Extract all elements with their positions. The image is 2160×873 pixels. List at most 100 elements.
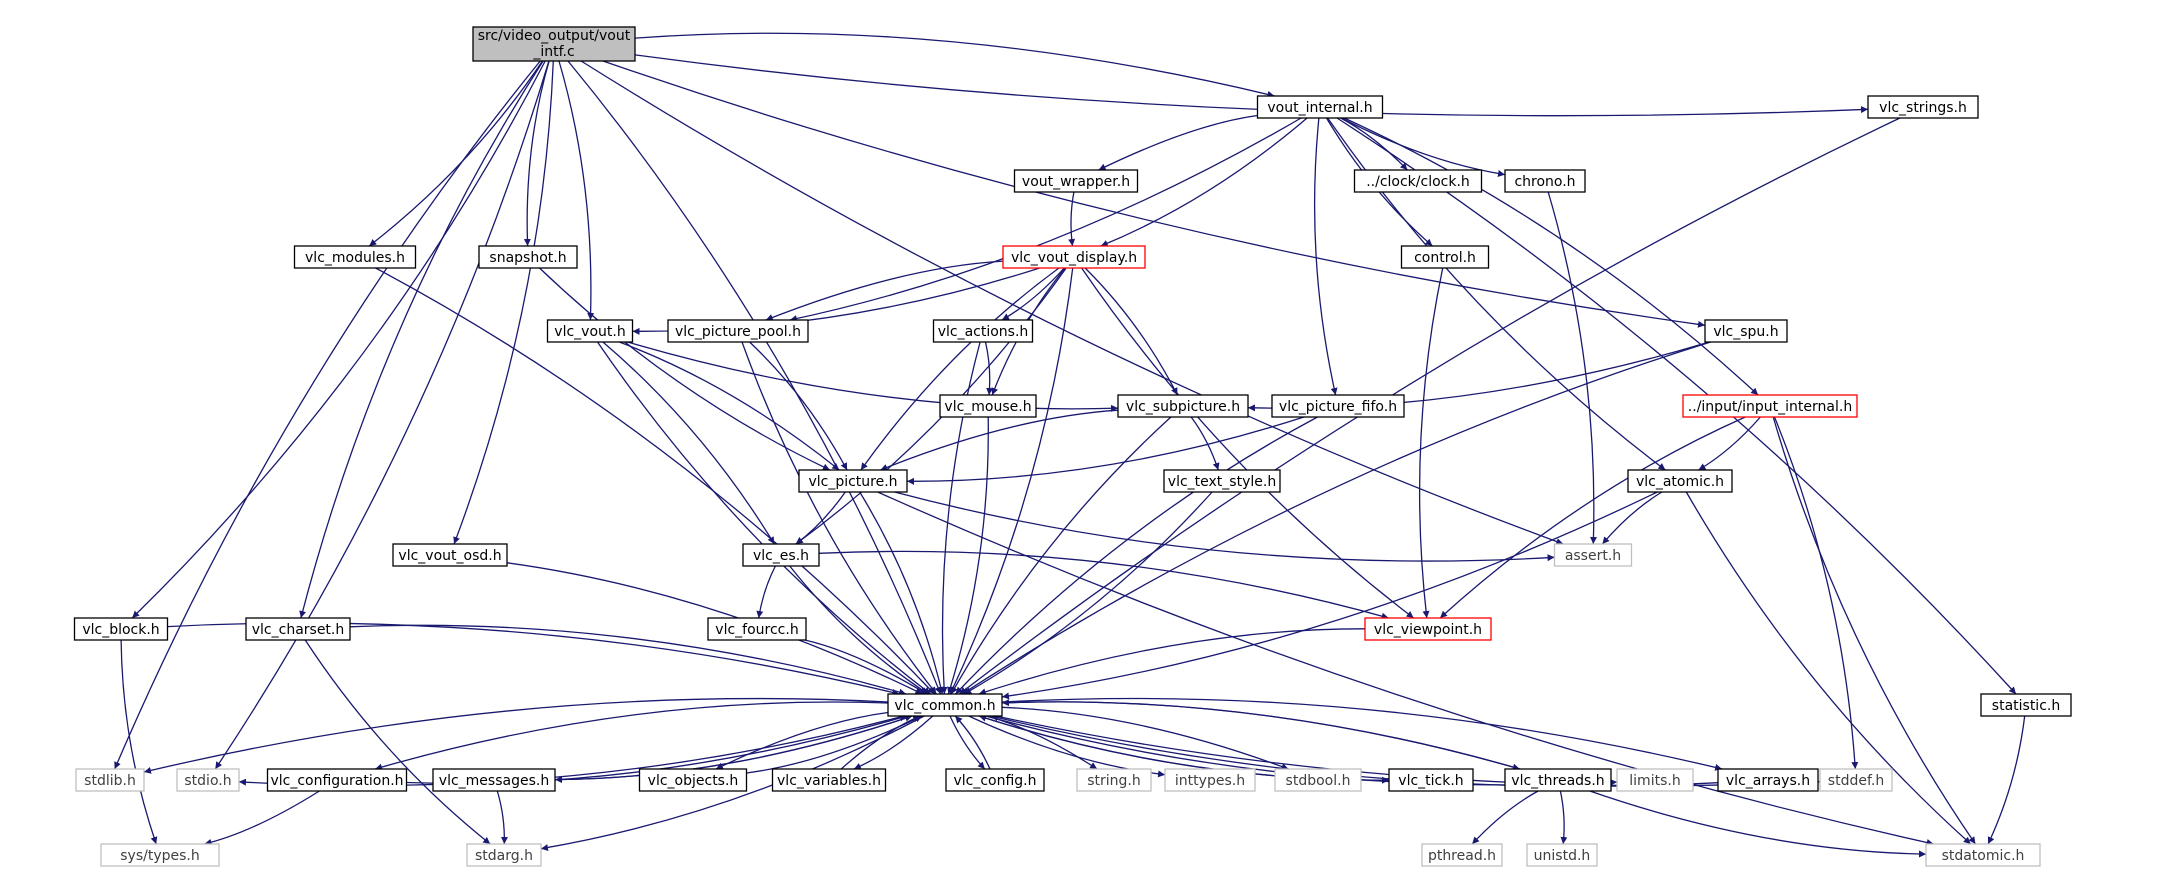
node-box [1925,843,2041,867]
node-assert[interactable]: assert.h [1553,543,1633,567]
node-vout-internal[interactable]: vout_internal.h [1256,95,1384,119]
node-vlc-actions[interactable]: vlc_actions.h [932,319,1034,343]
node-chrono[interactable]: chrono.h [1504,169,1586,193]
node-inttypes[interactable]: inttypes.h [1164,768,1256,792]
node-label: ../clock/clock.h [1366,174,1470,190]
node-label: vlc_arrays.h [1726,773,1810,789]
node-label: unistd.h [1534,848,1591,864]
node-stdlib[interactable]: stdlib.h [75,768,145,792]
node-label: stdarg.h [475,848,533,864]
node-vlc-block[interactable]: vlc_block.h [73,617,169,641]
node-vlc-picture[interactable]: vlc_picture.h [798,469,908,493]
node-label: vlc_vout.h [554,324,625,340]
edge-vlc_modules-to-vlc_common [375,267,935,695]
node-vlc-atomic[interactable]: vlc_atomic.h [1627,469,1733,493]
node-label: stddef.h [1828,773,1884,789]
edge-vlc_vout_display-to-vlc_common [949,267,1074,695]
node-vlc-threads[interactable]: vlc_threads.h [1504,768,1612,792]
edge-root-to-stdio [214,60,550,770]
node-control[interactable]: control.h [1400,245,1490,269]
node-box [293,245,417,269]
node-vlc-arrays[interactable]: vlc_arrays.h [1717,768,1819,792]
edge-vlc_vout-to-vlc_common [596,341,931,695]
node-snapshot[interactable]: snapshot.h [478,245,578,269]
node-pthread[interactable]: pthread.h [1421,843,1503,867]
node-vlc-configuration[interactable]: vlc_configuration.h [266,768,408,792]
edge-vlc_subpicture-to-vlc_picture [880,409,1119,471]
node-box [742,543,820,567]
edge-vlc_picture-to-vlc_es [795,491,846,545]
edge-control-to-vlc_viewpoint [1418,267,1444,619]
node-vlc-picture-fifo[interactable]: vlc_picture_fifo.h [1271,394,1405,418]
node-label: limits.h [1629,773,1680,789]
node-stdbool[interactable]: stdbool.h [1274,768,1362,792]
edge-vlc_messages-to-stdarg [496,790,508,845]
node-vlc-strings[interactable]: vlc_strings.h [1867,95,1979,119]
node-stdio[interactable]: stdio.h [176,768,240,792]
node-limits[interactable]: limits.h [1616,768,1694,792]
node-stdatomic[interactable]: stdatomic.h [1925,843,2041,867]
node-label: vlc_es.h [753,548,809,564]
node-box [1353,169,1483,193]
node-stddef[interactable]: stddef.h [1819,768,1893,792]
node-vlc-objects[interactable]: vlc_objects.h [638,768,748,792]
node-vlc-spu[interactable]: vlc_spu.h [1704,319,1788,343]
edge-root-to-vout_internal [634,32,1275,98]
edge-vlc_picture_pool-to-vlc_common [741,341,937,695]
edge-vlc_charset-to-vlc_common [349,624,907,696]
node-vlc-mouse[interactable]: vlc_mouse.h [939,394,1037,418]
node-vout-wrapper[interactable]: vout_wrapper.h [1013,169,1139,193]
node-label: vout_wrapper.h [1022,174,1130,190]
node-sys-types[interactable]: sys/types.h [100,843,220,867]
edge-vlc_picture-to-stdatomic [877,491,1934,846]
node-vlc-viewpoint[interactable]: vlc_viewpoint.h [1364,617,1492,641]
node-unistd[interactable]: unistd.h [1526,843,1598,867]
node-statistic[interactable]: statistic.h [1980,693,2072,717]
node-label: vout_internal.h [1267,100,1372,116]
node-box [1256,95,1384,119]
node-label: chrono.h [1514,174,1575,190]
node-vlc-picture-pool[interactable]: vlc_picture_pool.h [667,319,809,343]
node-vlc-vout-display[interactable]: vlc_vout_display.h [1002,245,1146,269]
node-vlc-text-style[interactable]: vlc_text_style.h [1163,469,1281,493]
node-vlc-variables[interactable]: vlc_variables.h [771,768,887,792]
node-box [771,768,887,792]
node-label: vlc_viewpoint.h [1374,622,1482,638]
node-box [466,843,542,867]
node-vlc-es[interactable]: vlc_es.h [742,543,820,567]
node-string[interactable]: string.h [1076,768,1152,792]
edge-vout_internal-to-vlc_picture_pool [789,117,1302,322]
node-vlc-vout[interactable]: vlc_vout.h [546,319,634,343]
edge-vlc_threads-to-vlc_common [1001,699,1520,770]
node-vlc-tick[interactable]: vlc_tick.h [1388,768,1474,792]
node-vlc-subpicture[interactable]: vlc_subpicture.h [1117,394,1249,418]
node-box [1271,394,1405,418]
node-label: vlc_common.h [894,698,995,714]
edge-vout_internal-to-vlc_picture_fifo [1313,117,1338,396]
node-root[interactable]: src/video_output/vout_intf.c [472,26,636,62]
node-label: vlc_configuration.h [270,773,403,789]
node-box [1704,319,1788,343]
node-vlc-common[interactable]: vlc_common.h [887,693,1003,717]
node-label: vlc_mouse.h [944,399,1031,415]
node-vlc-messages[interactable]: vlc_messages.h [432,768,556,792]
edge-vlc_strings-to-vlc_common [959,117,1901,695]
node-stdarg[interactable]: stdarg.h [466,843,542,867]
node-vlc-config[interactable]: vlc_config.h [945,768,1045,792]
edge-vout_wrapper-to-vlc_vout_display [1068,191,1076,247]
edge-vlc_vout-to-vlc_subpicture [627,341,1119,412]
node-vlc-modules[interactable]: vlc_modules.h [293,245,417,269]
edge-vlc_common-to-stdlib [143,697,889,774]
node-input-internal[interactable]: ../input/input_internal.h [1682,394,1858,418]
node-vlc-vout-osd[interactable]: vlc_vout_osd.h [392,543,508,567]
node-vlc-fourcc[interactable]: vlc_fourcc.h [707,617,807,641]
node-clock[interactable]: ../clock/clock.h [1353,169,1483,193]
node-box [1076,768,1152,792]
edge-vlc_configuration-to-sys_types [204,790,320,846]
node-box [798,469,908,493]
node-vlc-charset[interactable]: vlc_charset.h [245,617,351,641]
node-box [1400,245,1490,269]
node-box [432,768,556,792]
node-label: snapshot.h [489,250,566,266]
node-box [1980,693,2072,717]
